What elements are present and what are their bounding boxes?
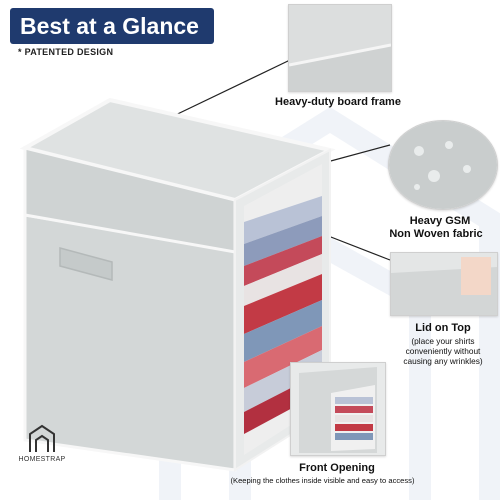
lid-note-line2: conveniently without	[405, 346, 481, 356]
front-opening-note: (Keeping the clothes inside visible and …	[230, 476, 415, 485]
lid-note-line3: causing any wrinkles)	[403, 356, 483, 366]
lid-note-line1: (place your shirts	[411, 336, 475, 346]
title-banner: Best at a Glance	[10, 8, 214, 44]
fabric-callout	[388, 120, 498, 210]
fabric-texture-photo	[389, 121, 497, 209]
fabric-label-line2: Non Woven fabric	[389, 228, 483, 240]
board-frame-photo	[289, 5, 391, 91]
brand-name: HOMESTRAP	[18, 456, 66, 463]
lid-photo	[391, 253, 497, 315]
lid-callout	[390, 252, 498, 316]
homestrap-logo-icon	[29, 424, 55, 452]
lid-label: Lid on Top	[415, 322, 471, 334]
patented-note: * PATENTED DESIGN	[18, 47, 114, 57]
front-opening-callout	[290, 362, 386, 456]
front-opening-label: Front Opening	[299, 462, 375, 474]
board-frame-label: Heavy-duty board frame	[275, 96, 401, 108]
fabric-label-line1: Heavy GSM	[409, 215, 471, 227]
front-opening-photo	[291, 363, 385, 455]
board-frame-callout	[288, 4, 392, 92]
